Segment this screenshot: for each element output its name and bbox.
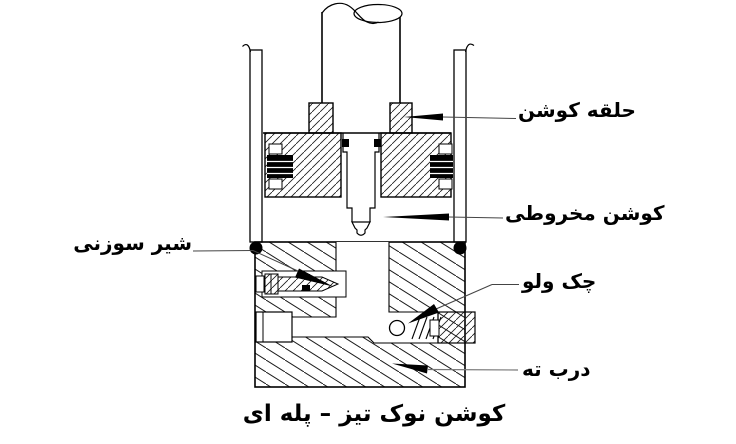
conical-cushion-spear xyxy=(342,133,380,236)
gland-notch xyxy=(438,143,453,155)
label-needle-valve: شیر سوزنی xyxy=(73,231,192,255)
cylinder-wall-right xyxy=(453,43,475,243)
callout-check-valve: چک ولو xyxy=(408,269,596,324)
gland-notch xyxy=(268,143,283,155)
callout-cushion-ring: حلقه کوشن xyxy=(404,98,636,122)
gland-notch xyxy=(438,178,453,190)
sleeve-seal xyxy=(342,139,349,147)
leader-arrow-icon xyxy=(295,268,333,287)
label-check-valve: چک ولو xyxy=(521,269,596,294)
callout-conical-cushion: کوشن مخروطی xyxy=(383,201,665,225)
sleeve-seal xyxy=(374,139,381,147)
label-conical-cushion: کوشن مخروطی xyxy=(505,201,665,225)
piston-head xyxy=(263,132,453,198)
check-valve xyxy=(388,311,476,344)
leader-arrow-icon xyxy=(408,304,439,324)
internal-cavity xyxy=(290,242,438,343)
o-ring-left xyxy=(249,241,263,255)
cylinder-wall-left xyxy=(242,43,263,243)
needle-valve xyxy=(264,273,340,295)
leader-arrow-icon xyxy=(404,113,443,121)
leader-arrow-icon xyxy=(383,213,449,221)
rod-break-icon xyxy=(353,3,403,24)
gland-notch xyxy=(268,178,283,190)
check-ball xyxy=(388,319,406,337)
callout-needle-valve: شیر سوزنی xyxy=(73,231,333,287)
label-cushion-ring: حلقه کوشن xyxy=(518,98,636,122)
label-bottom-cap: درب ته xyxy=(522,357,590,381)
diagram-caption: کوشن نوک تیز – پله ای xyxy=(243,401,506,427)
piston-seal-left xyxy=(267,155,293,178)
o-ring-right xyxy=(453,241,467,255)
check-plug xyxy=(437,311,476,344)
cushion-ring xyxy=(308,102,413,134)
piston-rod xyxy=(321,2,403,103)
side-port xyxy=(255,311,293,343)
leader-arrow-icon xyxy=(392,363,428,374)
callout-bottom-cap: درب ته xyxy=(392,357,590,381)
piston-seal-right xyxy=(430,155,453,178)
bottom-cap-block xyxy=(254,241,466,388)
